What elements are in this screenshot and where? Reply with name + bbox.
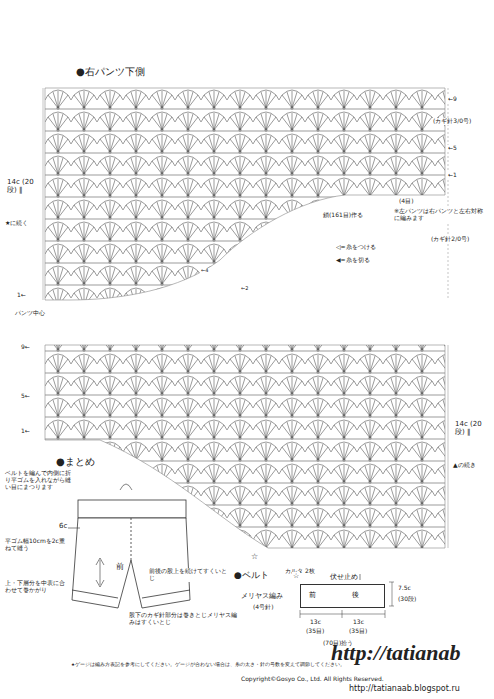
label-text: ●右パンツ下側 <box>75 66 146 78</box>
label-text: ←2 <box>240 286 249 292</box>
label-text: 1← <box>20 428 31 435</box>
label-text: 鎖(161目)作る <box>322 212 364 219</box>
label-text: ●まとめ <box>55 456 96 468</box>
label-text: http://tatianaab.blogspot.ru <box>348 684 461 693</box>
label-text: 13c <box>309 619 322 626</box>
label-text: メリヤス編み <box>240 592 284 600</box>
label-text: 5← <box>20 393 31 400</box>
label-text: 前 <box>115 562 125 571</box>
label-text: ▲の続き <box>452 462 477 469</box>
label-text: ベルトを編んで内側に折り平ゴムを入れながら縫い目にまつります <box>4 470 76 491</box>
label-text: 平ゴム幅10cmを2c重ねて縫う <box>4 538 68 552</box>
label-text: 13c <box>352 619 365 626</box>
label-text: (35目) <box>305 628 325 635</box>
belt-box: 伏せ止め前後 <box>300 584 385 608</box>
label-text: 1← <box>16 292 27 299</box>
label-text: 上・下層分を中表に合わせて巻かがり <box>4 580 70 594</box>
label-text: 14c (20段) ‖ <box>454 420 488 436</box>
label-text: 6c <box>58 522 68 530</box>
label-text: ☆ <box>250 552 259 561</box>
box-text: 前 <box>309 592 316 600</box>
label-text: ←9 <box>447 96 458 103</box>
label-text: ★ゲージは編み方表記を参考にしてください。ゲージが合わない場合は、糸の太さ・針の… <box>70 662 346 667</box>
label-text: (カギ針2/0号) <box>430 236 470 243</box>
label-text: ◁=糸をつける <box>335 244 377 251</box>
label-text: (4目) <box>398 198 415 205</box>
label-text: (35目) <box>348 628 368 635</box>
label-text: ←5 <box>447 145 458 152</box>
label-text: ★に続く <box>4 220 29 227</box>
label-text: ☆ <box>292 572 300 580</box>
label-text: ←4 <box>200 268 209 274</box>
label-text: (カギ針3/0号) <box>432 118 472 125</box>
label-text: パンツ中心 <box>14 310 46 317</box>
label-text: 9← <box>20 344 31 351</box>
label-text: ←1 <box>447 172 458 179</box>
label-text: ※左パンツは右パンツと左右対称に編みます <box>393 208 485 222</box>
label-text: 14c (20段) ‖ <box>6 178 40 194</box>
label-text: 7.5c <box>397 585 412 592</box>
label-text: 前後の股上を続けてすくいとじ <box>148 568 230 582</box>
box-text: 後 <box>352 592 359 600</box>
label-text: ◀=糸を切る <box>335 257 371 264</box>
label-text: (30段) <box>397 596 417 603</box>
box-text: 伏せ止め <box>330 574 358 582</box>
label-text: (4号針) <box>252 604 275 611</box>
label-text: 股下のカギ針部分は巻きとじメリヤス編みはすくいとじ <box>128 612 240 626</box>
label-text: ●ベルト <box>233 570 270 580</box>
label-text: http://tatianab <box>330 640 462 665</box>
label-text: Copyright©Gosyo Co., Ltd. All Rights Res… <box>240 676 385 683</box>
